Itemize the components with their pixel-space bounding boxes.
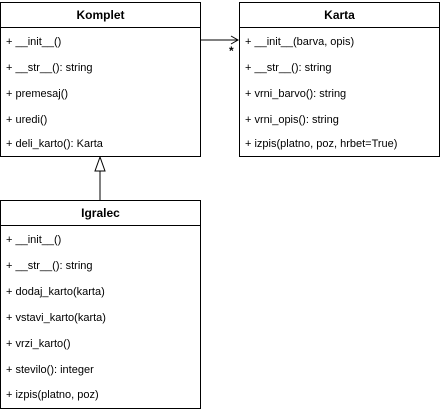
method: + __init__() — [6, 36, 62, 48]
association-arrowhead — [230, 35, 240, 45]
method: + __str__(): string — [6, 62, 93, 74]
method: + vstavi_karto(karta) — [6, 312, 106, 324]
class-title: Komplet — [1, 3, 200, 28]
association-multiplicity: * — [229, 44, 234, 58]
class-karta: Karta + __init__(barva, opis) + __str__(… — [239, 2, 440, 157]
class-title: Karta — [240, 3, 439, 28]
method: + __str__(): string — [6, 260, 93, 272]
method: + dodaj_karto(karta) — [6, 286, 105, 298]
method: + __init__(barva, opis) — [245, 36, 355, 48]
method: + deli_karto(): Karta — [6, 138, 103, 150]
method: + izpis(platno, poz, hrbet=True) — [245, 138, 398, 150]
method: + __init__() — [6, 234, 62, 246]
class-komplet: Komplet + __init__() + __str__(): string… — [0, 2, 201, 157]
inheritance-triangle — [94, 155, 106, 172]
method: + vrni_opis(): string — [245, 114, 339, 126]
class-igralec: Igralec + __init__() + __str__(): string… — [0, 200, 201, 409]
method: + vrzi_karto() — [6, 338, 71, 350]
class-title: Igralec — [1, 201, 200, 226]
method: + stevilo(): integer — [6, 364, 94, 376]
method: + uredi() — [6, 114, 48, 126]
method: + vrni_barvo(): string — [245, 88, 347, 100]
method: + premesaj() — [6, 88, 69, 100]
method: + __str__(): string — [245, 62, 332, 74]
method: + izpis(platno, poz) — [6, 389, 99, 401]
